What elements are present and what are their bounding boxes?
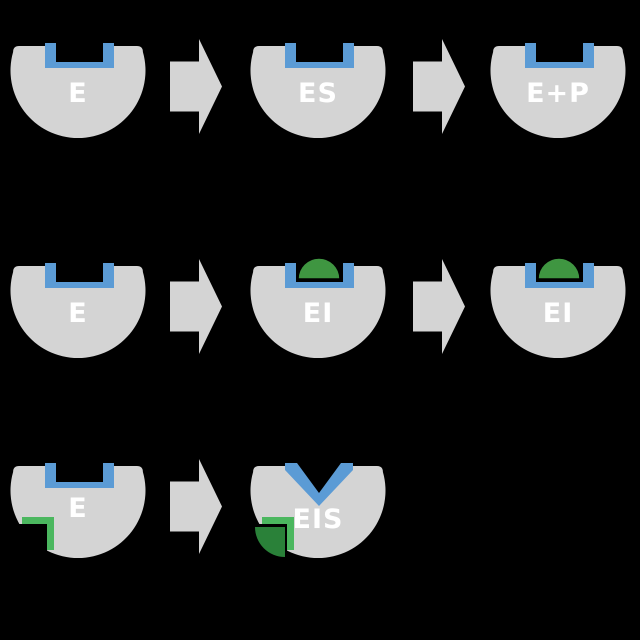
- allosteric-site-corner: [47, 524, 54, 550]
- enzyme-E-row1: E: [10, 30, 146, 139]
- active-site-notch: [45, 463, 114, 488]
- enzyme-body: [10, 266, 146, 359]
- active-site-cavity: [45, 250, 114, 282]
- enzyme-body: [250, 266, 386, 359]
- enzyme-ES-row1: ES: [250, 30, 386, 139]
- active-site-cavity: [45, 30, 114, 62]
- active-site-cavity: [285, 30, 354, 62]
- active-site-notch: [525, 43, 594, 68]
- enzyme-E-row2: E: [10, 250, 146, 359]
- active-site-cavity: [525, 30, 594, 62]
- allosteric-site-corner: [262, 517, 294, 524]
- inhibitor-dome: [537, 257, 581, 280]
- enzyme-EI-row2-a: EI: [250, 250, 386, 359]
- enzyme-label: E+P: [526, 78, 590, 109]
- enzyme-body: [10, 46, 146, 139]
- enzyme-label: EI: [303, 298, 334, 329]
- active-site-notch: [285, 43, 354, 68]
- right-arrow-icon: [170, 259, 222, 354]
- active-site-notch: [285, 263, 354, 288]
- active-site-notch: [45, 43, 114, 68]
- enzyme-EIS-row3: EIS: [238, 463, 386, 560]
- enzyme-body: [490, 266, 626, 359]
- enzyme-EP-row1: E+P: [490, 30, 626, 139]
- reaction-arrow-icon: [413, 259, 465, 354]
- active-site-cavity: [45, 450, 114, 482]
- active-site-notch: [525, 263, 594, 288]
- reaction-arrow-icon: [170, 39, 222, 134]
- distorted-active-site: [285, 463, 353, 506]
- bound-inhibitor-quarter-disc: [255, 527, 285, 557]
- enzyme-body: [490, 46, 626, 139]
- enzyme-label: E: [68, 78, 87, 109]
- enzyme-EI-row2-b: EI: [490, 250, 626, 359]
- inhibitor-dome: [297, 257, 341, 280]
- active-site-notch: [45, 263, 114, 288]
- right-arrow-icon: [170, 39, 222, 134]
- enzyme-label: E: [68, 493, 87, 524]
- enzyme-label: ES: [298, 78, 338, 109]
- enzyme-E-row3: E: [0, 450, 146, 560]
- right-arrow-icon: [170, 459, 222, 554]
- right-arrow-icon: [413, 259, 465, 354]
- reaction-arrow-icon: [170, 459, 222, 554]
- allosteric-site-corner: [22, 517, 54, 524]
- reaction-arrow-icon: [413, 39, 465, 134]
- enzyme-label: E: [68, 298, 87, 329]
- allosteric-site-cavity: [0, 524, 47, 560]
- enzyme-label: EIS: [293, 504, 344, 535]
- reaction-arrow-icon: [170, 259, 222, 354]
- enzyme-body: [250, 46, 386, 139]
- right-arrow-icon: [413, 39, 465, 134]
- enzyme-label: EI: [543, 298, 574, 329]
- allosteric-site-corner: [287, 524, 294, 550]
